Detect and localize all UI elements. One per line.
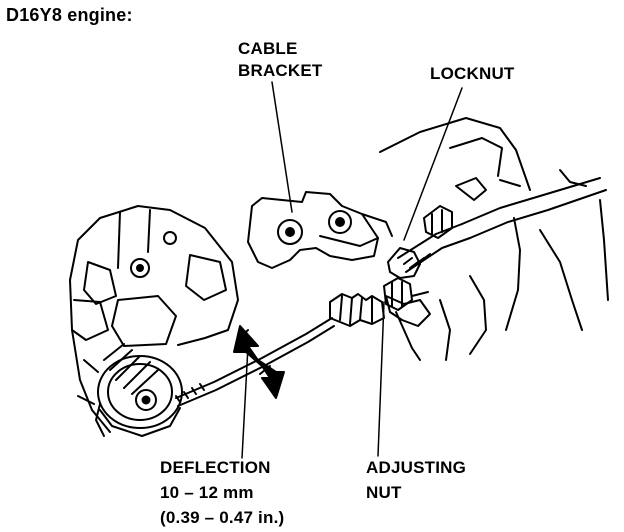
cable-boot <box>329 293 385 327</box>
cable-bracket-label-line1: CABLE <box>238 39 298 58</box>
leader-deflection <box>241 345 249 459</box>
deflection-value-in: (0.39 – 0.47 in.) <box>160 508 285 527</box>
locknut-label: LOCKNUT <box>430 64 515 83</box>
deflection-value-mm: 10 – 12 mm <box>160 483 254 502</box>
locknut <box>423 205 453 239</box>
cable-bracket-label-line2: BRACKET <box>238 61 323 80</box>
adjusting-nut-label-line2: NUT <box>366 483 402 502</box>
deflection-label-title: DEFLECTION <box>160 458 271 477</box>
right-engine-components <box>379 117 609 361</box>
engine-block <box>69 205 239 433</box>
leader-locknut <box>403 87 463 241</box>
adjusting-nut-label-line1: ADJUSTING <box>366 458 467 477</box>
cable-bracket <box>247 191 393 269</box>
leader-lines <box>241 81 463 459</box>
adjusting-nut <box>383 247 421 311</box>
deflection-arrows <box>233 325 285 399</box>
leader-cable-bracket <box>271 81 293 213</box>
deflection-label: DEFLECTION 10 – 12 mm (0.39 – 0.47 in.) <box>160 455 284 530</box>
throttle-drum <box>95 343 183 437</box>
leader-adjusting-nut <box>377 301 385 457</box>
throttle-cable <box>175 317 335 407</box>
adjusting-nut-label: ADJUSTING NUT <box>366 455 466 505</box>
cable-housing-threaded <box>397 177 607 273</box>
cable-mount <box>385 291 431 361</box>
cable-bracket-label: CABLE BRACKET <box>238 38 323 82</box>
diagram-title: D16Y8 engine: <box>6 5 133 25</box>
